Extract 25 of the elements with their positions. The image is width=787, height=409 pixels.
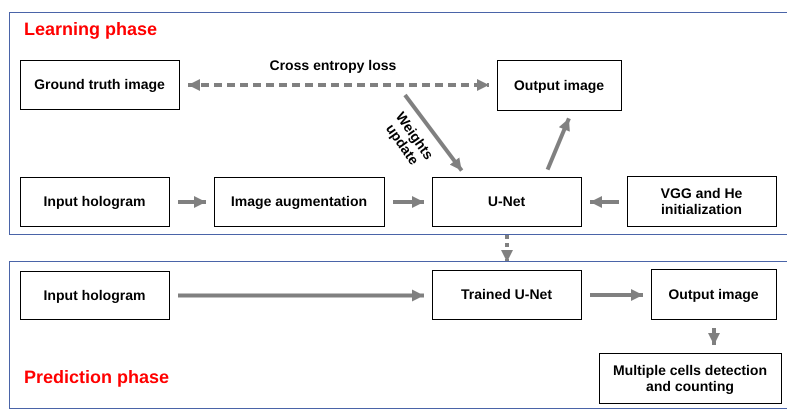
phase-heading: Learning phase (24, 19, 158, 40)
process-box: Trained U-Net (432, 270, 582, 320)
process-box: VGG and He initialization (626, 176, 776, 226)
arrow (178, 196, 206, 208)
phase-panel (9, 12, 787, 235)
process-box: Input hologram (20, 270, 170, 320)
arrow (188, 79, 489, 91)
process-box: Image augmentation (214, 176, 384, 226)
process-box: Input hologram (20, 176, 170, 226)
process-box: Ground truth image (20, 60, 180, 110)
arrow (590, 289, 643, 301)
arrow (708, 328, 720, 345)
phase-heading: Prediction phase (24, 367, 170, 388)
arrow (501, 235, 513, 262)
process-box: Output image (496, 60, 622, 110)
edge-label: Cross entropy loss (270, 58, 396, 73)
arrow (546, 118, 571, 170)
arrow (403, 94, 464, 172)
process-box: Multiple cells detection and counting (598, 352, 782, 404)
arrow (178, 290, 424, 302)
process-box: Output image (650, 268, 776, 320)
arrow (393, 196, 424, 208)
process-box: U-Net (432, 176, 582, 226)
arrow (590, 196, 619, 208)
phase-panel (9, 261, 787, 409)
